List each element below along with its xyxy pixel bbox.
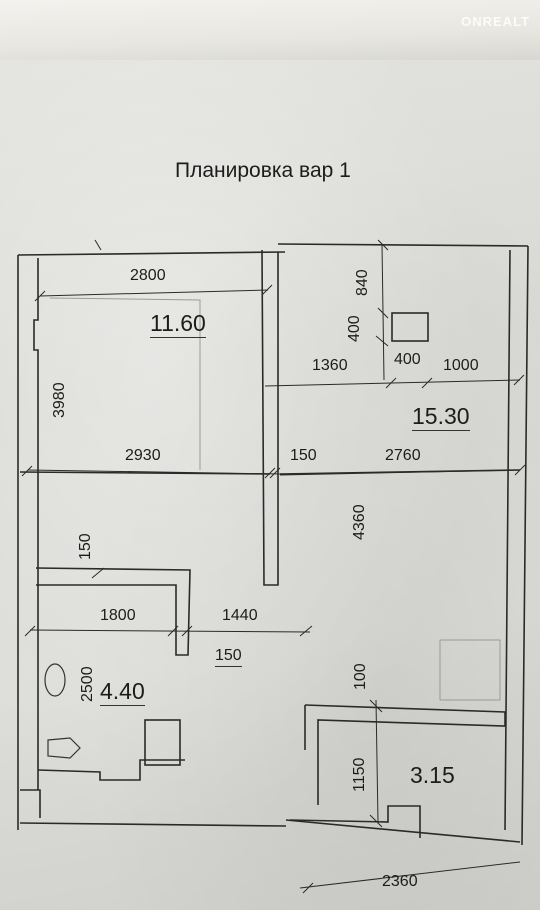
faint-shower: [439, 639, 501, 701]
dim-1440: 1440: [222, 607, 258, 624]
outer-wall-top-left: [17, 251, 286, 256]
dim-400-vertical: 400: [346, 315, 363, 342]
area-room-1: 11.60: [150, 310, 206, 338]
dimline-2930: [27, 469, 283, 475]
dim-1360: 1360: [312, 357, 348, 374]
inner-wall-left: [33, 258, 39, 790]
dim-150-vertical: 150: [77, 533, 94, 560]
dim-2760: 2760: [385, 447, 421, 464]
bottom-niche: [289, 805, 421, 838]
dim-1150: 1150: [351, 757, 368, 792]
dim-1800: 1800: [100, 607, 136, 624]
toilet-icon: [47, 737, 81, 759]
fixtures: [44, 663, 81, 759]
area-closet: 3.15: [410, 762, 455, 788]
dimline-1150: [375, 699, 379, 823]
dimline-840: [381, 243, 385, 381]
dim-2930: 2930: [125, 447, 161, 464]
dim-100: 100: [352, 663, 369, 690]
divider-left: [19, 471, 271, 475]
bathroom-top-wall: [35, 567, 191, 656]
faint-furniture: [49, 297, 201, 470]
vent-box: [391, 312, 429, 342]
shaft: [144, 719, 181, 766]
dimline-1800: [29, 629, 311, 633]
dim-1000: 1000: [443, 357, 479, 374]
walls: [17, 243, 529, 846]
corner-bottom-left: [20, 789, 41, 818]
dimension-lines: [21, 239, 526, 894]
dim-150-bottom: 150: [215, 648, 242, 667]
outer-wall-bottom-right: [285, 819, 521, 843]
dimline-2360: [299, 861, 521, 889]
dimline-1360: [264, 379, 521, 387]
sink-icon: [44, 663, 66, 697]
dim-840: 840: [354, 269, 371, 296]
dim-4360: 4360: [351, 504, 368, 540]
dimline-2800: [39, 289, 269, 297]
bathroom-bottom-wall: [37, 759, 185, 781]
dim-2800: 2800: [130, 267, 166, 284]
area-room-2: 15.30: [412, 403, 470, 431]
dim-2360: 2360: [382, 873, 418, 890]
outer-wall-top-right: [277, 243, 529, 247]
dimline-2760: [279, 469, 521, 476]
plan-title: Планировка вар 1: [175, 159, 351, 182]
watermark: ONREALT: [461, 14, 530, 29]
inner-wall-right: [504, 249, 511, 831]
outer-wall-bottom-left: [19, 822, 287, 827]
dim-2500: 2500: [79, 666, 96, 702]
dim-150-top: 150: [290, 447, 317, 464]
partition-center: [261, 249, 279, 586]
outer-wall-right: [521, 245, 529, 846]
paper-top-fold: [0, 0, 540, 60]
closet-wall: [304, 704, 506, 805]
dim-3980: 3980: [51, 382, 68, 418]
area-bathroom: 4.40: [100, 678, 145, 706]
dim-400-horizontal: 400: [394, 351, 421, 368]
